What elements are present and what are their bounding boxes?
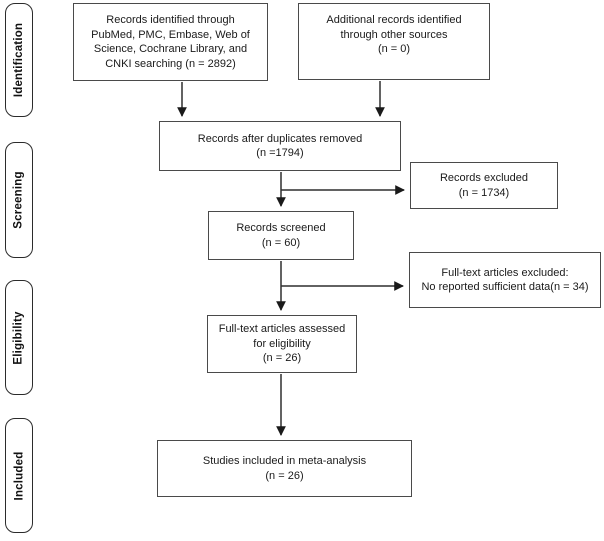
stage-eligibility-label: Eligibility	[13, 310, 26, 365]
box-fulltext-excluded: Full-text articles excluded: No reported…	[409, 252, 601, 308]
box-additional-records-line: (n = 0)	[377, 43, 411, 55]
box-fulltext-assessed-line: Full-text articles assessed	[218, 323, 346, 336]
box-additional-records: Additional records identified through ot…	[298, 3, 490, 80]
box-records-screened: Records screened (n = 60)	[208, 211, 354, 260]
box-fulltext-assessed: Full-text articles assessed for eligibil…	[207, 315, 357, 373]
box-duplicates-removed: Records after duplicates removed (n =179…	[159, 121, 401, 171]
stage-screening: Screening	[5, 142, 33, 258]
box-additional-records-line: through other sources	[340, 28, 448, 41]
box-fulltext-assessed-line: for eligibility	[253, 337, 311, 350]
box-fulltext-assessed-line: (n = 26)	[262, 352, 302, 365]
box-duplicates-removed-line: (n =1794)	[256, 147, 304, 159]
box-studies-included: Studies included in meta-analysis (n = 2…	[157, 440, 412, 497]
box-studies-included-line: Studies included in meta-analysis	[202, 455, 367, 467]
stage-identification-label: Identification	[13, 22, 26, 98]
box-records-identified-line: PubMed, PMC, Embase, Web of	[91, 28, 250, 41]
stage-screening-label: Screening	[13, 171, 25, 229]
box-records-excluded-line: Records excluded	[439, 172, 529, 184]
box-studies-included-line: (n = 26)	[265, 469, 304, 482]
box-records-excluded: Records excluded (n = 1734)	[410, 162, 558, 209]
box-duplicates-removed-line: Records after duplicates removed	[197, 132, 363, 145]
stage-included-label: Included	[13, 451, 26, 500]
box-records-identified-line: Science, Cochrane Library, and	[93, 43, 248, 55]
box-records-excluded-line: (n = 1734)	[458, 186, 510, 199]
box-fulltext-excluded-line: Full-text articles excluded:	[441, 266, 569, 279]
box-records-identified-line: Records identified through	[106, 14, 235, 26]
box-records-screened-line: (n = 60)	[261, 236, 301, 249]
stage-identification: Identification	[5, 3, 33, 117]
box-fulltext-excluded-line: No reported sufficient data(n = 34)	[421, 281, 589, 293]
box-additional-records-line: Additional records identified	[326, 14, 462, 26]
box-records-identified-line: CNKI searching (n = 2892)	[105, 57, 236, 70]
box-records-screened-line: Records screened	[236, 222, 326, 234]
stage-included: Included	[5, 418, 33, 533]
stage-eligibility: Eligibility	[5, 280, 33, 395]
box-records-identified: Records identified through PubMed, PMC, …	[73, 3, 268, 81]
